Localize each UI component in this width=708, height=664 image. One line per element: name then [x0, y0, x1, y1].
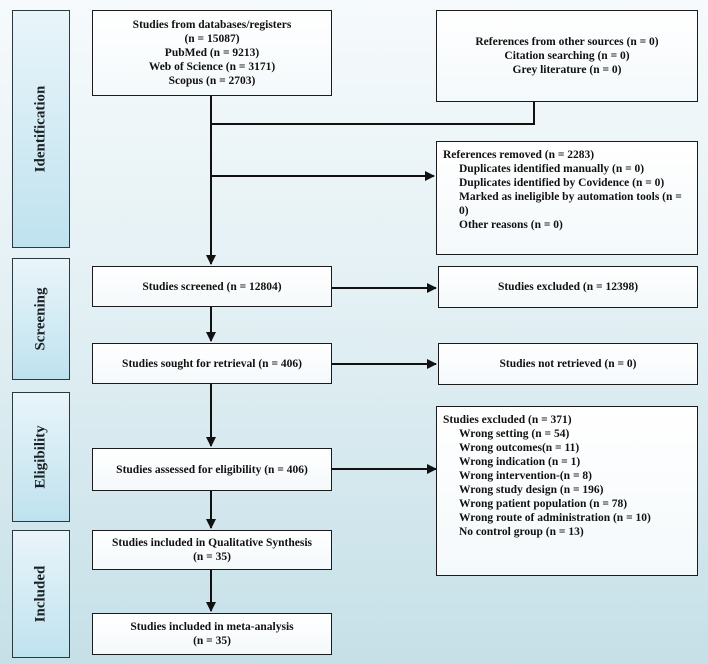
stage-included: Included — [12, 530, 70, 658]
elig-excluded-item: No control group (n = 13) — [459, 526, 584, 538]
stage-screening: Screening — [12, 258, 70, 380]
removed-item-manual: Duplicates identified manually (n = 0) — [459, 163, 645, 175]
elig-excluded-item: Wrong indication (n = 1) — [459, 456, 581, 468]
elig-excluded-item: Wrong intervention-(n = 8) — [459, 470, 592, 482]
meta-line1: Studies included in meta-analysis — [130, 621, 294, 633]
meta-box: Studies included in meta-analysis (n = 3… — [92, 613, 332, 655]
elig-excluded-title: Studies excluded (n = 371) — [443, 414, 572, 426]
databases-box: Studies from databases/registers (n = 15… — [92, 10, 332, 96]
stage-eligibility: Eligibility — [12, 392, 70, 522]
removed-item-automation: Marked as ineligible by automation tools… — [459, 191, 682, 217]
elig-excluded-item: Wrong route of administration (n = 10) — [459, 512, 651, 524]
elig-excluded-item: Wrong setting (n = 54) — [459, 428, 570, 440]
qualitative-box: Studies included in Qualitative Synthesi… — [92, 530, 332, 570]
eligibility-label: Studies assessed for eligibility (n = 40… — [116, 463, 308, 476]
removed-item-covidence: Duplicates identified by Covidence (n = … — [459, 177, 665, 189]
other-sources-title: References from other sources (n = 0) — [475, 36, 659, 48]
removed-item-other: Other reasons (n = 0) — [459, 219, 563, 231]
retrieval-box: Studies sought for retrieval (n = 406) — [92, 343, 332, 384]
elig-excluded-box: Studies excluded (n = 371) Wrong setting… — [436, 406, 698, 576]
eligibility-box: Studies assessed for eligibility (n = 40… — [92, 448, 332, 491]
databases-scopus: Scopus (n = 2703) — [168, 75, 256, 87]
other-sources-citation: Citation searching (n = 0) — [504, 50, 630, 62]
screen-excluded-label: Studies excluded (n = 12398) — [497, 281, 639, 293]
meta-line2: (n = 35) — [193, 635, 231, 647]
removed-title: References removed (n = 2283) — [443, 149, 595, 161]
qualitative-line2: (n = 35) — [193, 551, 231, 563]
retrieval-label: Studies sought for retrieval (n = 406) — [122, 357, 302, 370]
elig-excluded-item: Wrong patient population (n = 78) — [459, 498, 628, 510]
connector-other-sources — [211, 102, 535, 125]
not-retrieved-label: Studies not retrieved (n = 0) — [499, 358, 637, 370]
removed-box: References removed (n = 2283) Duplicates… — [436, 141, 698, 255]
databases-wos: Web of Science (n = 3171) — [148, 61, 276, 73]
databases-pubmed: PubMed (n = 9213) — [164, 47, 260, 59]
screened-label: Studies screened (n = 12804) — [142, 280, 282, 293]
elig-excluded-item: Wrong outcomes(n = 11) — [459, 442, 580, 454]
elig-excluded-item: Wrong study design (n = 196) — [459, 484, 604, 496]
qualitative-line1: Studies included in Qualitative Synthesi… — [111, 537, 313, 549]
screen-excluded-box: Studies excluded (n = 12398) — [438, 266, 698, 308]
stage-identification: Identification — [12, 10, 70, 248]
other-sources-grey: Grey literature (n = 0) — [512, 64, 622, 76]
other-sources-box: References from other sources (n = 0) Ci… — [436, 10, 698, 102]
databases-title: Studies from databases/registers — [132, 19, 292, 31]
not-retrieved-box: Studies not retrieved (n = 0) — [438, 343, 698, 385]
databases-total: (n = 15087) — [184, 33, 240, 45]
screened-box: Studies screened (n = 12804) — [92, 266, 332, 307]
